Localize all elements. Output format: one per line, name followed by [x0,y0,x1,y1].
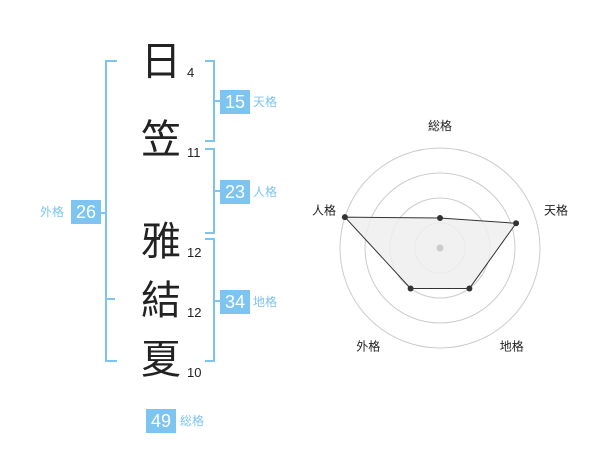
name-char-2: 笠 [141,117,181,163]
tenkaku-label: 天格 [253,95,278,109]
radar-axis-label: 地格 [500,339,524,354]
tenkaku-bracket-tick [213,100,220,102]
radar-point [407,285,414,292]
name-char-4: 結 [141,278,181,324]
radar-axis-label: 総格 [428,118,452,133]
jinkaku-value: 23 [220,180,250,204]
gaikaku-bracket-tick [99,212,106,214]
stroke-count-3: 12 [187,245,202,260]
radar-point [513,220,520,227]
radar-point [466,285,473,292]
soukaku-value: 49 [146,409,176,433]
radar-center-dot [436,244,444,252]
gaikaku-label: 外格 [40,205,65,219]
radar-point [437,215,443,221]
radar-point [341,214,348,221]
radar-axis-label: 外格 [356,339,380,354]
stroke-count-4: 12 [187,305,202,320]
gaikaku-bracket [105,60,117,362]
name-char-5: 夏 [141,337,181,383]
radar-axis-label: 天格 [544,202,568,217]
name-char-3: 雅 [141,219,181,265]
tenkaku-value: 15 [220,90,250,114]
chikaku-value: 34 [220,290,250,314]
stroke-count-2: 11 [187,145,201,160]
radar-series-area [343,216,518,289]
name-char-1: 日 [141,39,181,85]
radar-grid-ring [364,172,516,324]
chikaku-label: 地格 [253,295,278,309]
gaikaku-value: 26 [71,200,101,224]
stroke-count-1: 4 [187,65,195,80]
jinkaku-label: 人格 [253,185,278,199]
jinkaku-bracket-tick [213,190,220,192]
radar-axis-label: 人格 [312,202,336,217]
chikaku-bracket-tick [213,300,220,302]
gaikaku-bracket-inner-tick [105,298,115,300]
radar-grid-ring [339,147,541,349]
stroke-count-5: 10 [187,365,202,380]
soukaku-label: 総格 [180,414,205,428]
